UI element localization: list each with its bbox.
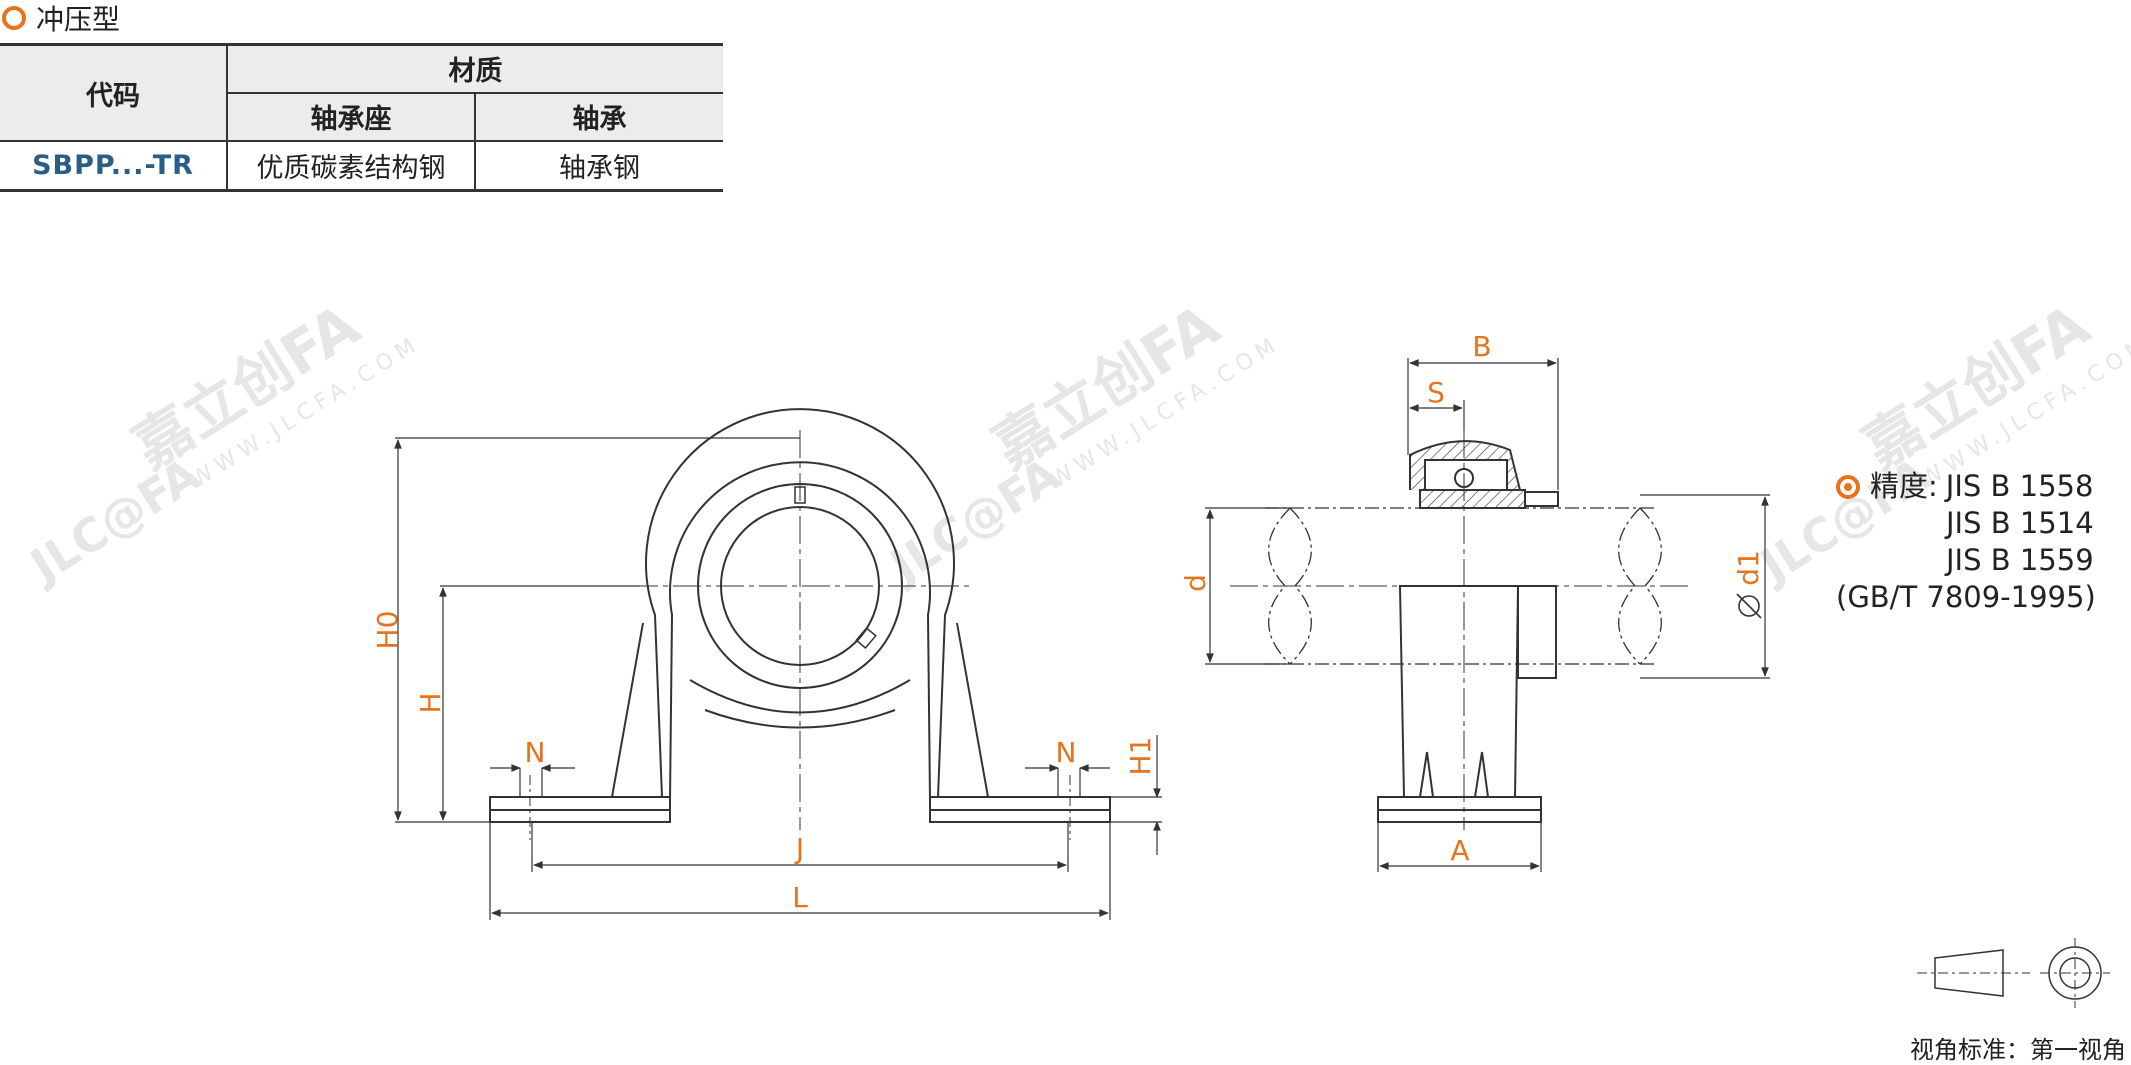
bearing-section [1419, 489, 1526, 509]
front-dimensions [394, 437, 1162, 920]
side-dim-labels: B S d d1 A [1179, 330, 1765, 867]
watermark-left: 嘉立创FA WWW.JLCFA.COM JLC@FA [19, 291, 426, 595]
ring-icon [2, 6, 26, 30]
front-view [489, 408, 1111, 840]
target-icon [1836, 474, 1860, 499]
precision-block: 精度: JIS B 1558 JIS B 1514 JIS B 1559 (GB… [1836, 468, 2096, 616]
svg-text:JLC@FA: JLC@FA [879, 447, 1070, 594]
dim-label-n-left: N [525, 736, 546, 769]
projection-symbol [1917, 938, 2110, 1008]
header-code: 代码 [0, 43, 228, 143]
precision-std-3: JIS B 1559 [1946, 543, 2094, 577]
row-housing: 优质碳素结构钢 [226, 140, 476, 193]
dim-label-j: J [794, 832, 804, 865]
row-bearing: 轴承钢 [474, 140, 723, 193]
dim-label-b: B [1472, 330, 1491, 363]
dim-label-s: S [1427, 376, 1445, 409]
side-view [1230, 430, 1690, 830]
housing-outline [645, 408, 955, 798]
precision-std-1: JIS B 1558 [1945, 469, 2094, 503]
section-title: 冲压型 [36, 3, 121, 36]
dim-label-h0: H0 [371, 611, 404, 650]
svg-text:JLC@FA: JLC@FA [19, 447, 210, 594]
sub-header-bearing: 轴承 [474, 91, 723, 143]
row-code: SBPP...-TR [0, 140, 228, 193]
precision-note: (GB/T 7809-1995) [1836, 580, 2096, 614]
dim-label-h: H [414, 692, 447, 713]
material-table: 代码 材质 轴承座 轴承 SBPP...-TR 优质碳素结构钢 轴承钢 [0, 42, 723, 193]
precision-std-2: JIS B 1514 [1946, 506, 2094, 540]
dim-label-a: A [1450, 834, 1469, 867]
dim-label-d: d [1179, 574, 1212, 592]
dim-label-d1: d1 [1732, 550, 1765, 619]
sub-header-housing: 轴承座 [227, 91, 476, 143]
side-body [1398, 585, 1520, 798]
section-header: 冲压型 [2, 0, 120, 36]
header-material: 材质 [226, 42, 723, 94]
dim-label-n-right: N [1056, 736, 1077, 769]
view-standard-label: 视角标准：第一视角 [1910, 1036, 2126, 1064]
dim-label-h1: H1 [1124, 737, 1157, 776]
front-dim-labels: H0 H H1 N N J L [371, 611, 1157, 914]
precision-label: 精度: [1870, 469, 1938, 503]
svg-text:d1: d1 [1732, 550, 1765, 586]
dim-label-l: L [792, 881, 808, 914]
side-dimensions [1205, 358, 1770, 872]
watermark-center: 嘉立创FA WWW.JLCFA.COM JLC@FA [879, 291, 1286, 595]
